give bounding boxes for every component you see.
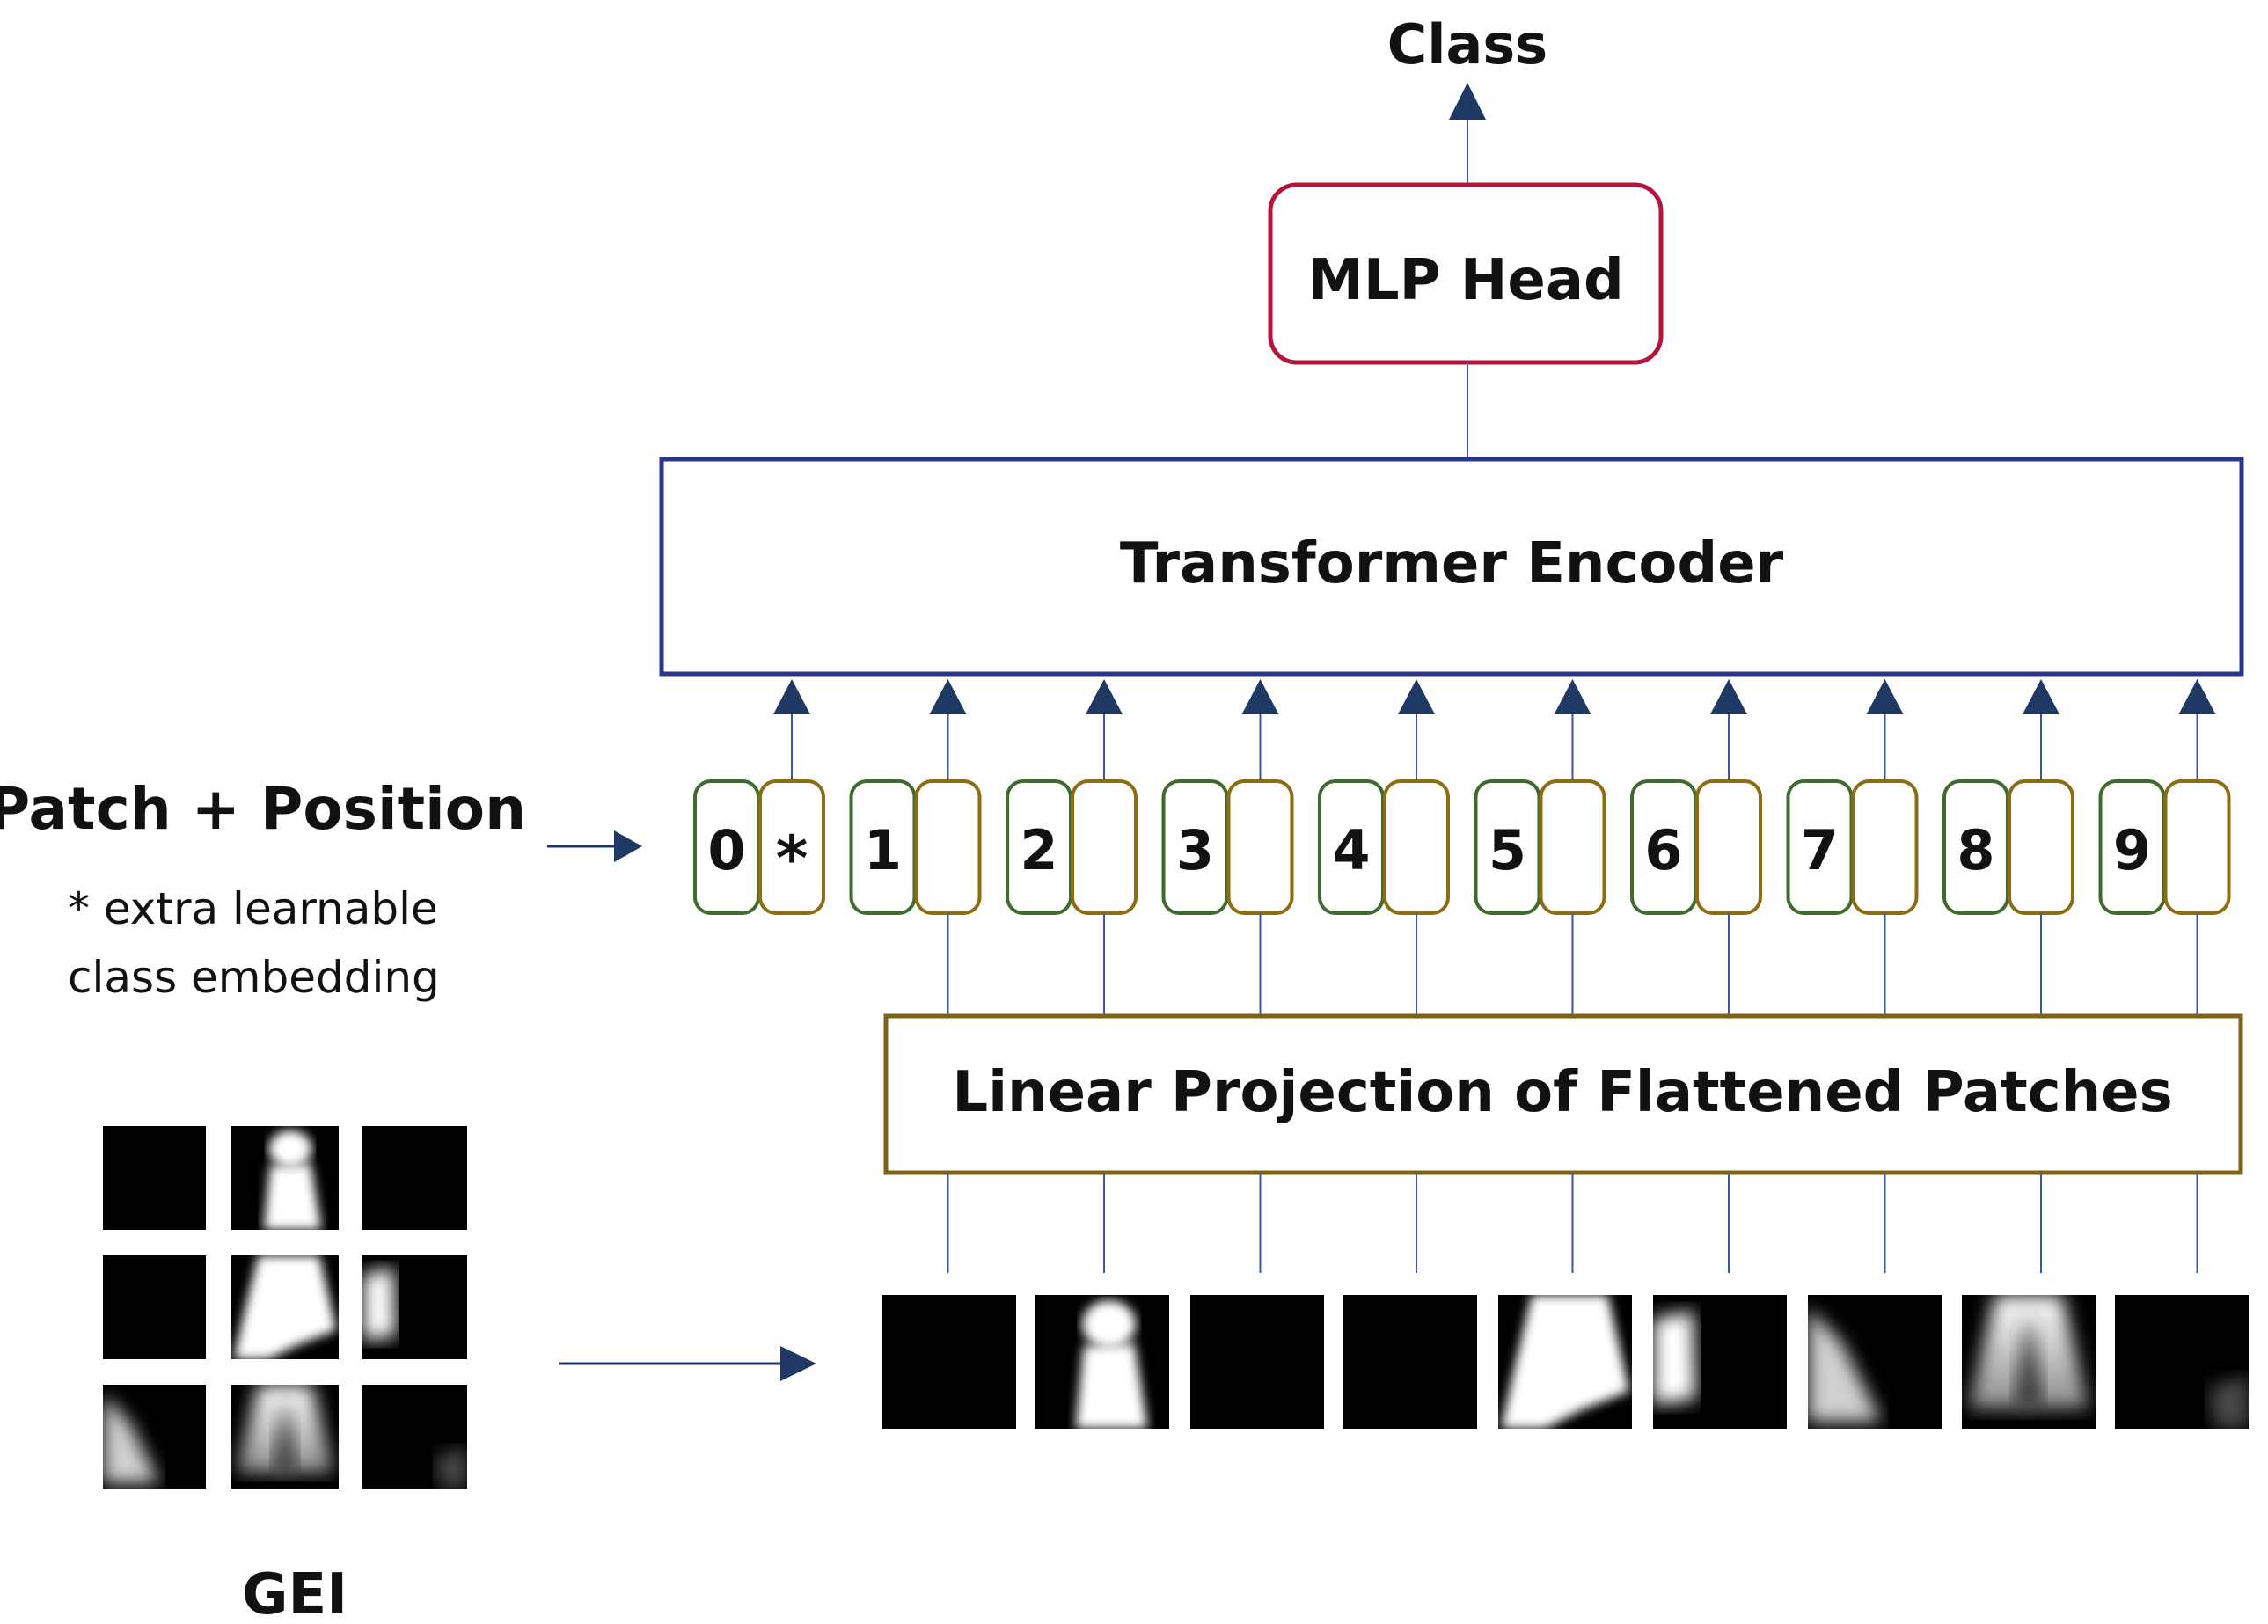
flat-patch-6	[1808, 1295, 1942, 1429]
gei-patch-1	[231, 1126, 339, 1230]
flat-patch-1	[1035, 1295, 1169, 1429]
token-pair-9: 9	[2098, 779, 2231, 915]
patch-embedding-box	[1539, 779, 1606, 915]
token-pair-4: 4	[1318, 779, 1450, 915]
gei-patch-4	[231, 1255, 339, 1359]
class-embedding-note-line2: class embedding	[68, 952, 440, 1003]
patch-embedding-box	[2008, 779, 2074, 915]
mlp-head-label: MLP Head	[1307, 248, 1624, 313]
patch-embedding-box	[1383, 779, 1450, 915]
head-to-class-arrowhead	[1449, 83, 1486, 120]
token-to-encoder-arrowhead	[2178, 679, 2216, 714]
position-index-label: 6	[1644, 818, 1682, 882]
gei-patch-0	[103, 1126, 206, 1230]
patch-embedding-box	[1851, 779, 1919, 915]
position-index-label: 9	[2113, 818, 2151, 882]
token-to-encoder-arrowhead	[1866, 679, 1904, 714]
token-pair-1: 1	[849, 779, 982, 915]
transformer-encoder-box	[659, 457, 2244, 677]
projection-to-token-lines	[947, 913, 2198, 1016]
token-to-encoder-arrowhead	[2023, 679, 2059, 714]
patch-position-label: Patch + Position	[0, 775, 526, 843]
token-pair-7: 7	[1786, 779, 1919, 915]
token-pair-3: 3	[1161, 779, 1294, 915]
position-index-label: 4	[1332, 818, 1370, 882]
token-arrows	[773, 679, 2216, 781]
flattened-patch-sequence	[882, 1295, 2249, 1429]
gei-patch-2	[362, 1126, 467, 1230]
gei-patch-5	[362, 1255, 467, 1359]
position-index-label: 8	[1957, 818, 1994, 882]
gei-patch-3	[103, 1255, 206, 1359]
class-embedding-note-line1: * extra learnable	[68, 883, 438, 934]
token-pair-2: 2	[1006, 779, 1138, 915]
gei-to-patches-arrowhead	[780, 1346, 816, 1381]
transformer-encoder-label: Transformer Encoder	[1120, 531, 1784, 596]
flat-patch-0	[882, 1295, 1016, 1429]
flat-patch-7	[1962, 1295, 2096, 1429]
token-to-encoder-arrowhead	[929, 679, 967, 714]
token-to-encoder-arrowhead	[1710, 679, 1747, 714]
flat-patch-4	[1498, 1295, 1632, 1429]
token-pair-6: 6	[1630, 779, 1762, 915]
linear-projection-label: Linear Projection of Flattened Patches	[952, 1060, 2172, 1125]
gei-patch-grid	[103, 1126, 467, 1489]
patch-embedding-box	[1695, 779, 1762, 915]
position-index-label: 5	[1489, 818, 1526, 882]
flat-patch-5	[1653, 1295, 1787, 1429]
patch-embedding-box	[758, 779, 825, 915]
patch-embedding-box	[1071, 779, 1138, 915]
token-to-encoder-arrowhead	[1086, 679, 1123, 714]
gei-patch-6	[103, 1385, 206, 1489]
token-to-encoder-arrowhead	[773, 679, 810, 714]
token-to-encoder-arrowhead	[1554, 679, 1591, 714]
gei-patch-8	[362, 1385, 467, 1489]
token-pair-5: 5	[1474, 779, 1606, 915]
mlp-head-box	[1268, 182, 1664, 365]
flat-patch-2	[1190, 1295, 1324, 1429]
patch-embedding-box	[914, 779, 982, 915]
patch-embedding-box	[1226, 779, 1294, 915]
token-to-encoder-arrowhead	[1241, 679, 1279, 714]
gei-patch-7	[231, 1385, 339, 1489]
token-pair-8: 8	[1942, 779, 2074, 915]
position-index-label: 0	[707, 818, 745, 882]
position-index-label: 7	[1801, 818, 1839, 882]
class-token-marker: *	[776, 823, 808, 895]
position-index-label: 2	[1020, 818, 1057, 882]
gei-label: GEI	[242, 1562, 348, 1624]
patch-to-projection-lines	[947, 1173, 2198, 1273]
class-output-label: Class	[1387, 12, 1547, 77]
position-index-label: 1	[864, 818, 902, 882]
flat-patch-3	[1343, 1295, 1477, 1429]
linear-projection-box	[883, 1013, 2243, 1175]
patch-position-arrowhead	[614, 830, 642, 862]
flat-patch-8	[2115, 1295, 2249, 1429]
patch-embedding-box	[2163, 779, 2231, 915]
token-to-encoder-arrowhead	[1398, 679, 1435, 714]
position-index-label: 3	[1176, 818, 1214, 882]
token-pair-0: 0*	[693, 779, 825, 915]
